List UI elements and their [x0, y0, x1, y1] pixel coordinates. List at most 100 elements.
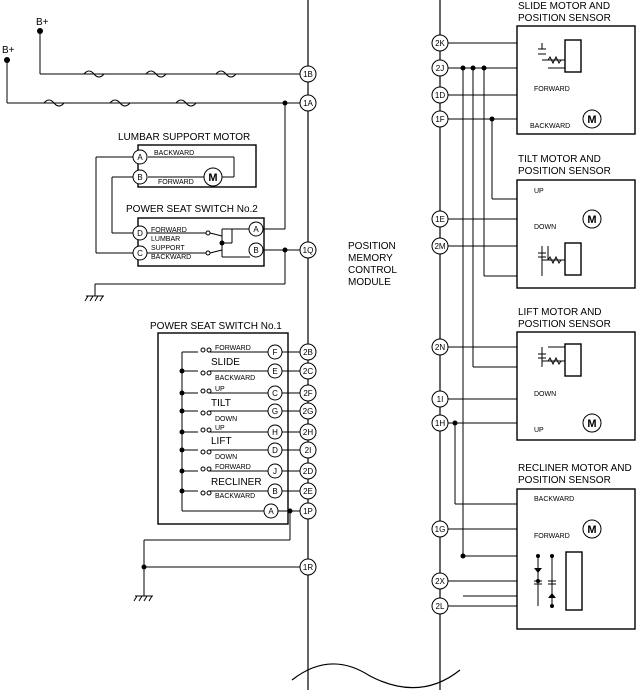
svg-text:2C: 2C — [303, 367, 313, 376]
pin-2b: 2B — [299, 343, 317, 361]
switch1-pin-e: E — [267, 363, 283, 379]
svg-text:J: J — [273, 467, 277, 476]
svg-text:1G: 1G — [435, 525, 446, 534]
svg-text:F: F — [273, 348, 278, 357]
tilt-down-label: DOWN — [534, 224, 556, 231]
lift-title-line-1: LIFT MOTOR AND — [518, 307, 602, 318]
switch1-tilt-down-label: DOWN — [215, 416, 237, 423]
lumbar-pin-a: A — [132, 149, 148, 165]
bplus-label-1: B+ — [36, 17, 49, 28]
switch1-tilt-label: TILT — [211, 398, 231, 409]
svg-text:1E: 1E — [435, 215, 445, 224]
svg-text:D: D — [272, 446, 278, 455]
switch1-pin-c: C — [267, 385, 283, 401]
lumbar-motor-icon: M — [203, 167, 223, 187]
pin-1q: 1Q — [299, 241, 317, 259]
bplus-label-2: B+ — [2, 45, 15, 56]
recliner-title-line-1: RECLINER MOTOR AND — [518, 463, 632, 474]
pin-2n: 2N — [431, 338, 449, 356]
tilt-title-line-2: POSITION SENSOR — [518, 166, 611, 177]
switch1-pin-f: F — [267, 344, 283, 360]
pin-1b: 1B — [299, 65, 317, 83]
switch2-forward-label: FORWARD — [151, 227, 187, 234]
svg-text:C: C — [272, 389, 278, 398]
recliner-sensor — [534, 551, 583, 611]
ground-symbol-2 — [133, 595, 153, 602]
power-seat-switch-2: POWER SEAT SWITCH No.2 FORWARD LUMBAR SU… — [84, 100, 300, 302]
lumbar-support-motor: LUMBAR SUPPORT MOTOR BACKWARD FORWARD M … — [95, 132, 257, 254]
pin-2k: 2K — [431, 34, 449, 52]
switch1-lift-up-label: UP — [215, 425, 225, 432]
lumbar-motor-title: LUMBAR SUPPORT MOTOR — [118, 132, 250, 143]
svg-text:M: M — [587, 524, 596, 536]
pin-2l: 2L — [431, 597, 449, 615]
module-right-pins: 2K 2J 1D 1F 1E 2M 2N 1I 1H 1G 2X 2L — [431, 34, 449, 615]
module-title-line-1: POSITION — [348, 241, 396, 252]
lift-motor-and-position-sensor: LIFT MOTOR AND POSITION SENSOR DOWN UP M — [516, 307, 636, 441]
pin-1a: 1A — [299, 94, 317, 112]
slide-backward-label: BACKWARD — [530, 123, 570, 130]
switch2-title: POWER SEAT SWITCH No.2 — [126, 204, 258, 215]
switch1-lift-label: LIFT — [211, 436, 232, 447]
lift-up-label: UP — [534, 427, 544, 434]
ground-symbol-1 — [84, 295, 104, 302]
slide-title-line-2: POSITION SENSOR — [518, 13, 611, 24]
svg-text:2N: 2N — [435, 343, 445, 352]
switch1-tilt-up-label: UP — [215, 386, 225, 393]
svg-text:1I: 1I — [437, 395, 444, 404]
svg-text:1Q: 1Q — [303, 246, 314, 255]
svg-text:B: B — [137, 173, 142, 182]
tilt-motor-icon: M — [582, 209, 602, 229]
fuse-row-1 — [83, 70, 237, 78]
pin-2c: 2C — [299, 362, 317, 380]
lumbar-forward-label: FORWARD — [158, 179, 194, 186]
lift-motor-icon: M — [582, 413, 602, 433]
svg-text:1R: 1R — [303, 563, 313, 572]
svg-text:M: M — [587, 114, 596, 126]
svg-text:H: H — [272, 428, 278, 437]
switch2-lumbar-label: LUMBAR — [151, 236, 180, 243]
tilt-motor-and-position-sensor: TILT MOTOR AND POSITION SENSOR UP DOWN M — [516, 154, 636, 289]
slide-motor-and-position-sensor: SLIDE MOTOR AND POSITION SENSOR FORWARD … — [516, 1, 636, 135]
switch1-recliner-backward-label: BACKWARD — [215, 493, 255, 500]
svg-text:2I: 2I — [305, 446, 312, 455]
switch1-pin-g: G — [267, 403, 283, 419]
svg-text:1H: 1H — [435, 419, 445, 428]
switch2-pin-d: D — [132, 225, 148, 241]
switch1-pin-j: J — [267, 463, 283, 479]
slide-forward-label: FORWARD — [534, 86, 570, 93]
svg-text:1B: 1B — [303, 70, 313, 79]
svg-text:1P: 1P — [303, 507, 313, 516]
pin-2m: 2M — [431, 237, 449, 255]
lumbar-pin-b: B — [132, 169, 148, 185]
switch2-backward-label: BACKWARD — [151, 254, 191, 261]
svg-text:D: D — [137, 229, 143, 238]
pin-2f: 2F — [299, 384, 317, 402]
pin-1p: 1P — [299, 502, 317, 520]
pin-2d: 2D — [299, 462, 317, 480]
switch1-pin-d: D — [267, 442, 283, 458]
svg-text:B: B — [253, 246, 258, 255]
module-title-line-4: MODULE — [348, 277, 391, 288]
slide-title-line-1: SLIDE MOTOR AND — [518, 1, 610, 12]
power-seat-switch-1: POWER SEAT SWITCH No.1 — [133, 321, 300, 602]
svg-text:M: M — [587, 418, 596, 430]
svg-text:A: A — [253, 225, 259, 234]
svg-text:A: A — [137, 153, 143, 162]
pin-1r: 1R — [299, 558, 317, 576]
recliner-motor-icon: M — [582, 519, 602, 539]
svg-text:A: A — [268, 507, 274, 516]
tilt-title-line-1: TILT MOTOR AND — [518, 154, 601, 165]
svg-text:C: C — [137, 249, 143, 258]
switch1-slide-forward-label: FORWARD — [215, 345, 251, 352]
power-feeds: B+ B+ — [2, 17, 300, 107]
switch1-lift-down-label: DOWN — [215, 454, 237, 461]
switch1-pin-h: H — [267, 424, 283, 440]
pin-1i: 1I — [431, 390, 449, 408]
pin-2j: 2J — [431, 59, 449, 77]
tilt-up-label: UP — [534, 188, 544, 195]
lift-title-line-2: POSITION SENSOR — [518, 319, 611, 330]
recliner-title-line-2: POSITION SENSOR — [518, 475, 611, 486]
switch1-pin-b: B — [267, 483, 283, 499]
